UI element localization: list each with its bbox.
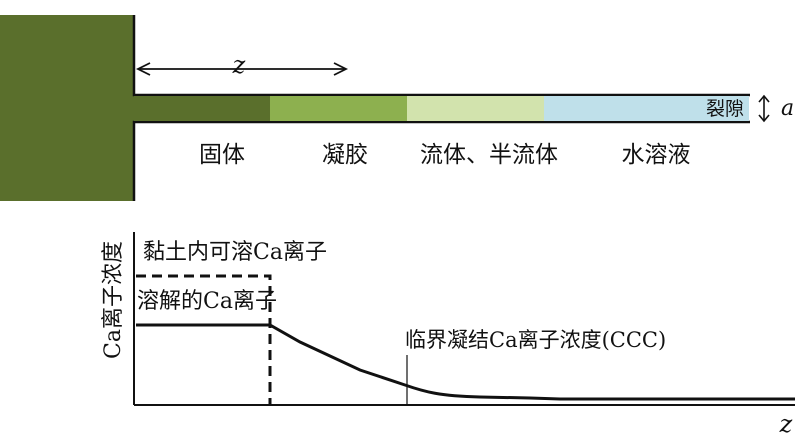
- zone-label-solid: 固体: [199, 142, 245, 168]
- z-label-top: z: [232, 51, 246, 79]
- zone-solution: [544, 96, 749, 121]
- zone-label-solution: 水溶液: [622, 142, 691, 168]
- crack-label: 裂隙: [706, 98, 744, 120]
- ccc-label: 临界凝结Ca离子浓度(CCC): [405, 328, 666, 352]
- y-axis-label: Ca离子浓度: [101, 241, 126, 359]
- clay-label: 黏土内可溶Ca离子: [143, 240, 327, 265]
- clay-soluble-ca-dashed: [136, 274, 272, 405]
- crack-outline: [132, 15, 750, 201]
- zone-label-fluid: 流体、半流体: [420, 142, 558, 168]
- zone-gel: [270, 96, 407, 121]
- dissolved-label: 溶解的Ca离子: [137, 289, 277, 314]
- zone-solid: [136, 96, 270, 121]
- a-label: a: [781, 96, 794, 121]
- zone-fluid: [407, 96, 544, 121]
- zone-label-gel: 凝胶: [322, 142, 368, 168]
- aperture-arrow: [758, 94, 770, 123]
- rock-block: [0, 15, 134, 201]
- x-axis-label: z: [779, 410, 793, 438]
- z-arrow: [135, 62, 349, 76]
- dissolved-ca-curve: [136, 323, 795, 401]
